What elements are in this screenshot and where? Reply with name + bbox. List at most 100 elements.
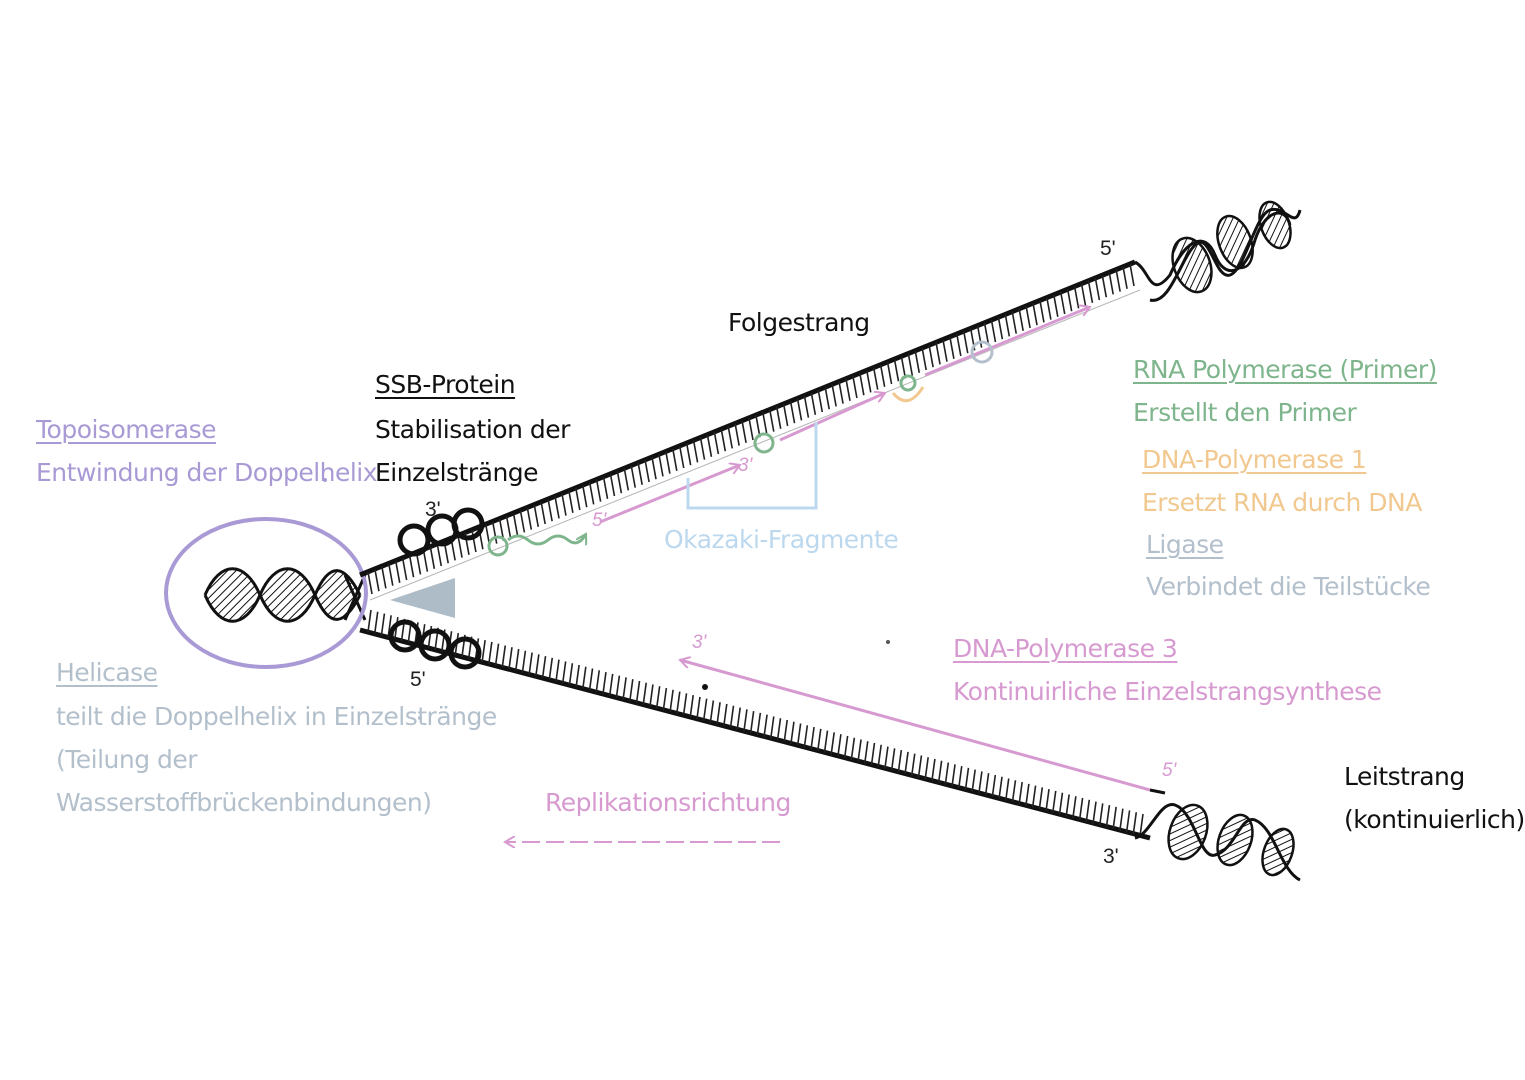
base-pair-tick [910, 753, 916, 776]
helicase-desc-3: Wasserstoffbrückenbindungen) [56, 788, 432, 817]
base-pair-tick [588, 482, 595, 505]
base-pair-tick [897, 750, 903, 773]
base-pair-tick [622, 677, 627, 700]
base-pair-tick [1087, 280, 1094, 303]
ssb-title: SSB-Protein [375, 370, 516, 399]
base-pair-tick [1066, 289, 1073, 312]
base-pair-tick [872, 367, 879, 390]
base-pair-tick [843, 735, 849, 759]
base-pair-tick [649, 684, 654, 707]
base-pair-tick [810, 392, 817, 415]
base-pair-tick [1046, 297, 1052, 320]
base-pair-tick [983, 322, 990, 345]
base-pair-tick [494, 643, 500, 666]
base-pair-tick [1098, 803, 1104, 826]
base-pair-tick [984, 773, 990, 796]
base-pair-tick [665, 451, 671, 474]
base-pair-tick [1078, 797, 1084, 821]
okazaki-arrow-3 [924, 307, 1090, 377]
base-pair-tick [942, 339, 948, 362]
base-pair-tick [1039, 300, 1045, 323]
base-pair-tick [491, 521, 498, 544]
ssb-desc-1: Stabilisation der [375, 415, 570, 444]
base-pair-tick [816, 728, 822, 751]
base-pair-tick [696, 696, 701, 720]
dna-polymerase-1-title: DNA-Polymerase 1 [1142, 445, 1367, 474]
dna-polymerase-1-desc: Ersetzt RNA durch DNA [1142, 488, 1422, 517]
base-pair-tick [541, 656, 547, 679]
base-pair-tick [669, 689, 674, 712]
base-pair-tick [837, 734, 842, 757]
base-pair-tick [682, 693, 688, 716]
base-pair-tick [1018, 308, 1024, 331]
replication-direction-label: Replikationsrichtung [545, 788, 791, 817]
base-pair-tick [748, 417, 754, 441]
base-pair-tick [850, 737, 856, 760]
base-pair-tick [817, 389, 824, 413]
base-pair-tick [582, 666, 587, 689]
base-pair-tick [528, 652, 533, 675]
base-pair-tick [1065, 794, 1070, 817]
base-pair-tick [535, 654, 540, 677]
base-pair-tick [1032, 303, 1038, 326]
parental-double-helix [203, 567, 367, 623]
base-pair-tick [877, 744, 882, 767]
strand-end-top-right: 5' [1100, 237, 1116, 260]
base-pair-tick [685, 443, 692, 466]
base-pair-tick [741, 420, 747, 443]
okazaki-3-label: 3' [738, 455, 753, 476]
base-pair-tick [978, 771, 983, 794]
base-pair-tick [1018, 781, 1023, 805]
base-pair-tick [561, 661, 567, 684]
base-pair-tick [1085, 799, 1091, 822]
base-pair-tick [629, 679, 634, 702]
upper-right-double-helix [1134, 200, 1302, 302]
base-pair-tick [1025, 305, 1031, 329]
base-pair-tick [548, 657, 554, 681]
helicase-triangle [390, 578, 455, 618]
base-pair-tick [1080, 283, 1087, 306]
base-pair-tick [823, 730, 829, 753]
base-pair-tick [1125, 810, 1131, 833]
base-pair-tick [1115, 269, 1121, 292]
rna-primer-wave [507, 534, 588, 544]
base-pair-tick [845, 378, 851, 401]
helicase-title: Helicase [56, 658, 158, 687]
base-pair-tick [501, 645, 507, 668]
base-pair-tick [702, 698, 708, 721]
base-pair-tick [713, 431, 720, 455]
base-pair-tick [810, 726, 815, 750]
base-pair-tick [630, 465, 637, 488]
base-pair-tick [588, 668, 594, 691]
base-pair-tick [429, 546, 436, 569]
base-pair-tick [381, 566, 387, 589]
base-pair-tick [1108, 272, 1115, 295]
lower-right-double-helix [1134, 803, 1301, 882]
base-pair-tick [734, 423, 740, 446]
base-pair-tick [1004, 314, 1011, 337]
base-pair-tick [651, 457, 657, 480]
base-pair-tick [931, 758, 936, 782]
primase-circle-3 [899, 374, 917, 392]
base-pair-tick [1139, 813, 1144, 837]
ssb-proteins-upper [397, 507, 485, 557]
base-pair-tick [1119, 808, 1124, 831]
base-pair-tick [637, 462, 643, 485]
base-pair-tick [658, 454, 664, 477]
base-pair-tick [699, 437, 706, 460]
rna-polymerase-desc: Erstellt den Primer [1133, 398, 1357, 427]
base-pair-tick [769, 716, 775, 739]
leitstrang-sub-label: (kontinuierlich) [1344, 805, 1525, 834]
base-pair-tick [743, 709, 748, 732]
base-pair-tick [380, 613, 386, 636]
base-pair-tick [1011, 780, 1017, 803]
base-pair-tick [608, 673, 614, 696]
base-pair-tick [387, 615, 392, 638]
base-pair-tick [519, 510, 526, 533]
base-pair-tick [706, 434, 713, 457]
dna-polymerase-3-title: DNA-Polymerase 3 [953, 634, 1178, 663]
base-pair-tick [561, 493, 567, 516]
okazaki-arrow-2 [779, 393, 885, 442]
base-pair-tick [602, 476, 609, 499]
okazaki-label: Okazaki-Fragmente [664, 525, 899, 554]
